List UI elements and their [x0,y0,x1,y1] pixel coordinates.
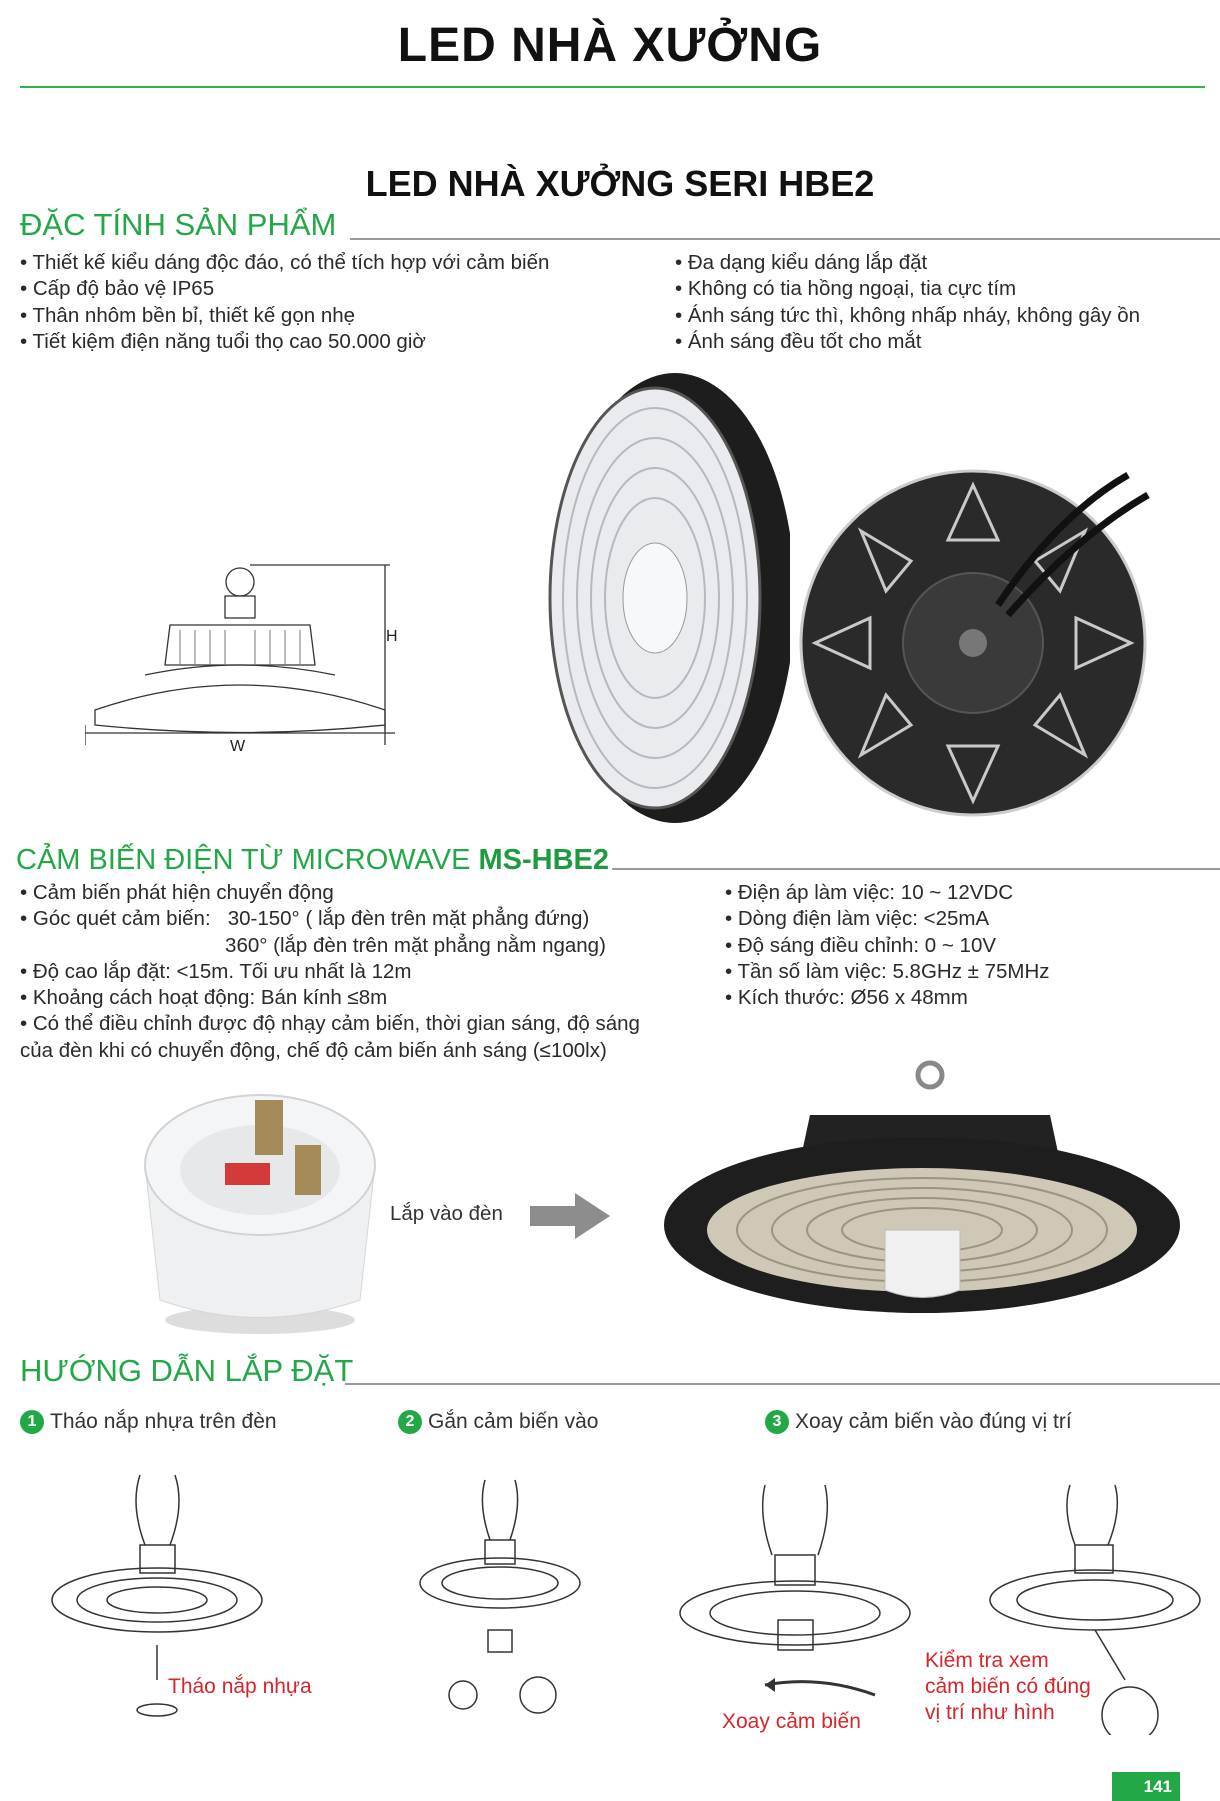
install-step-1: 1 Tháo nắp nhựa trên đèn [20,1410,277,1434]
sensor-spec: • Điện áp làm việc: 10 ~ 12VDC [725,881,1014,904]
note-line: cảm biến có đúng [925,1675,1091,1698]
step-label: Gắn cảm biến vào [428,1410,599,1433]
feature-item: • Tiết kiệm điện năng tuổi thọ cao 50.00… [20,329,426,353]
feature-item: • Cấp độ bảo vệ IP65 [20,277,215,301]
product-image-back [799,469,1150,817]
step-number-badge: 2 [398,1410,422,1434]
sensor-spec: • Có thể điều chỉnh được độ nhạy cảm biế… [20,1012,640,1036]
sensor-spec: 360° (lắp đèn trên mặt phẳng nằm ngang) [20,933,606,957]
step-number-badge: 3 [765,1410,789,1434]
dimension-w-label: W [230,738,246,755]
feature-item: • Ánh sáng đều tốt cho mắt [675,329,922,353]
mount-label: Lắp vào đèn [390,1202,503,1225]
install-step-2: 2 Gắn cảm biến vào [398,1410,598,1434]
page-number: 141 [1112,1772,1180,1801]
sensor-spec: • Kích thước: Ø56 x 48mm [725,986,968,1010]
sensor-spec: • Độ sáng điều chỉnh: 0 ~ 10V [725,933,997,957]
dimension-diagram [85,564,395,745]
sensor-spec: • Góc quét cảm biến: 30-150° ( lắp đèn t… [20,907,590,931]
feature-item: • Không có tia hồng ngoại, tia cực tím [675,277,1017,301]
feature-item: • Ánh sáng tức thì, không nhấp nháy, khô… [675,303,1141,327]
note-rotate-sensor: Xoay cảm biến [722,1710,861,1733]
sensor-model: MS-HBE2 [478,844,610,876]
install-illustrations [51,1474,1201,1735]
note-line: Kiểm tra xem [925,1649,1049,1672]
sensor-heading: CẢM BIẾN ĐIỆN TỪ MICROWAVE MS-HBE2 [16,844,609,877]
note-check-position: Kiểm tra xem cảm biến có đúng vị trí như… [925,1648,1091,1726]
sensor-heading-text: CẢM BIẾN ĐIỆN TỪ MICROWAVE [16,844,479,876]
install-heading: HƯỚNG DẪN LẮP ĐẶT [20,1353,354,1388]
features-right-list: • Đa dạng kiểu dáng lắp đặt • Không có t… [675,250,1140,355]
sensor-spec: • Cảm biến phát hiện chuyển động [20,881,334,904]
step-label: Tháo nắp nhựa trên đèn [50,1410,277,1433]
sensor-spec: • Độ cao lắp đặt: <15m. Tối ưu nhất là 1… [20,959,412,983]
page-title: LED NHÀ XƯỞNG [397,19,823,72]
arrow-right-icon [530,1193,610,1239]
sensor-spec: • Dòng điện làm việc: <25mA [725,907,990,931]
product-image-front [548,373,790,823]
title-divider [20,86,1205,88]
install-divider [345,1383,1220,1385]
feature-item: • Thân nhôm bền bỉ, thiết kế gọn nhẹ [20,303,356,327]
note-line: vị trí như hình [925,1701,1055,1724]
sensor-divider [612,868,1220,870]
lamp-with-sensor-image [664,1060,1180,1313]
step-label: Xoay cảm biến vào đúng vị trí [795,1410,1072,1433]
install-step-3: 3 Xoay cảm biến vào đúng vị trí [765,1410,1072,1434]
sensor-spec: • Khoảng cách hoạt động: Bán kính ≤8m [20,986,388,1010]
step-number-badge: 1 [20,1410,44,1434]
sensor-spec: • Tần số làm việc: 5.8GHz ± 75MHz [725,959,1050,983]
features-left-list: • Thiết kế kiểu dáng độc đáo, có thể tíc… [20,250,549,355]
feature-item: • Thiết kế kiểu dáng độc đáo, có thể tíc… [20,251,550,274]
features-heading: ĐẶC TÍNH SẢN PHẨM [20,207,337,242]
sensor-left-list: • Cảm biến phát hiện chuyển động • Góc qu… [20,880,640,1064]
feature-item: • Đa dạng kiểu dáng lắp đặt [675,251,928,274]
note-remove-cover: Tháo nắp nhựa [168,1675,312,1698]
dimension-h-label: H [386,628,398,645]
features-divider [350,238,1220,240]
sensor-spec: của đèn khi có chuyển động, chế độ cảm b… [20,1038,607,1062]
sensor-right-list: • Điện áp làm việc: 10 ~ 12VDC • Dòng đi… [725,880,1050,1011]
product-series-title: LED NHÀ XƯỞNG SERI HBE2 [365,163,875,204]
sensor-image [144,1094,376,1334]
